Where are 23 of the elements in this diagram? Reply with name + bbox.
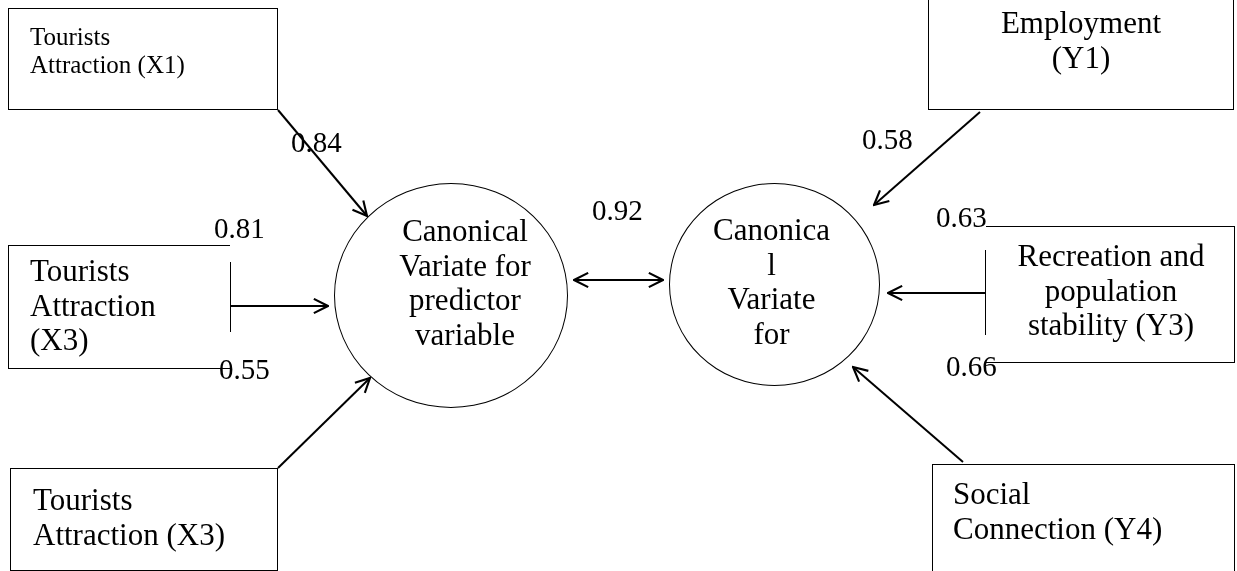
coefficient-label: 0.55 xyxy=(219,355,270,384)
node-label: Canonical Variate for predictor variable xyxy=(398,214,532,353)
arrow xyxy=(872,111,981,207)
arrow xyxy=(277,109,369,218)
coefficient-label: 0.63 xyxy=(936,203,987,232)
edge-label: 0.92 xyxy=(592,196,643,225)
arrow xyxy=(851,365,964,463)
node-label: Recreation and population stability (Y3) xyxy=(1016,239,1206,344)
node-label: Tourists Attraction (X1) xyxy=(30,23,186,79)
variable-box xyxy=(932,464,1235,571)
coefficient-label: 0.81 xyxy=(214,214,265,243)
variable-box xyxy=(10,468,278,571)
node-label: Tourists Attraction (X3) xyxy=(30,254,157,359)
node-label: Social Connection (Y4) xyxy=(953,477,1164,547)
edge-label: 0.58 xyxy=(862,125,913,154)
arrow xyxy=(572,271,665,289)
arrow xyxy=(277,376,372,469)
node-label: Canonical Variate for xyxy=(711,213,832,352)
node-label: Employment (Y1) xyxy=(999,6,1163,76)
coefficient-label: 0.66 xyxy=(946,352,997,381)
variable-box xyxy=(8,8,278,110)
node-label: Tourists Attraction (X3) xyxy=(33,483,226,553)
variable-box xyxy=(928,0,1234,110)
